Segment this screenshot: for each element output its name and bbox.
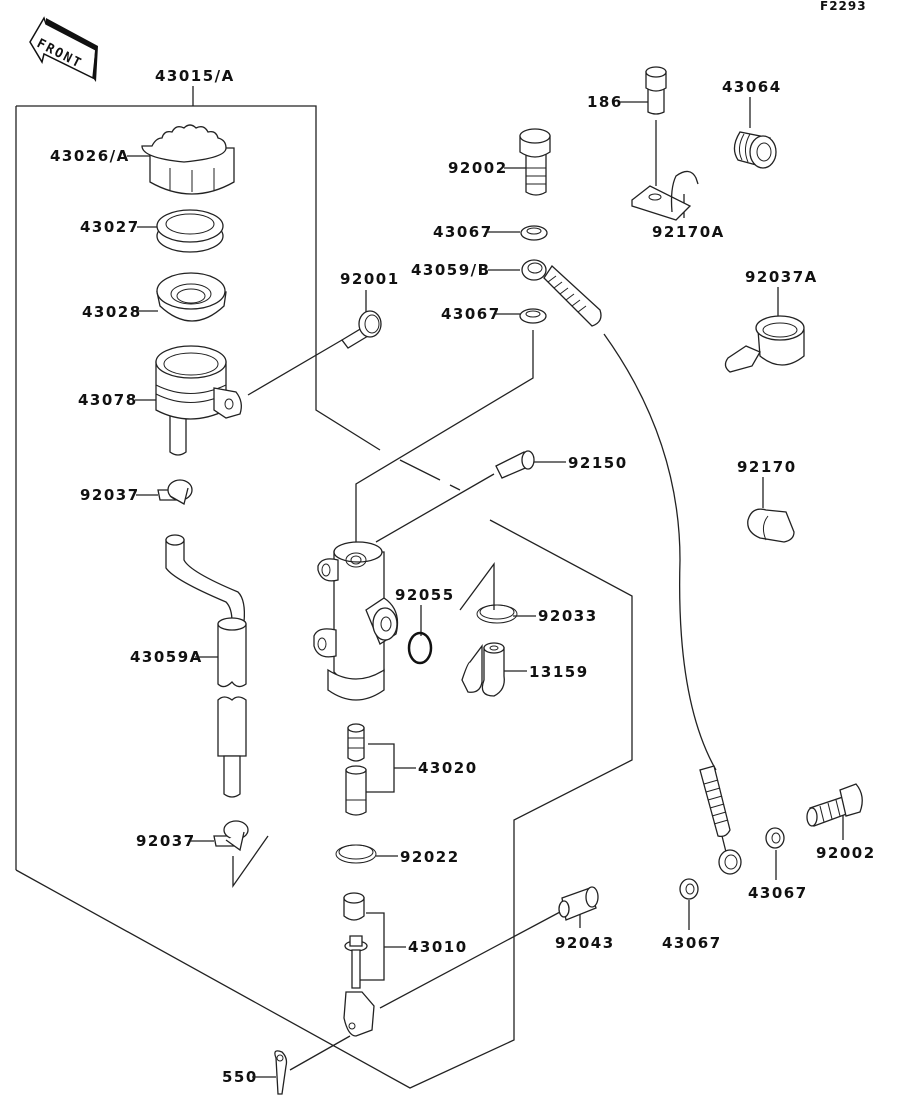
part-92001[interactable]: 92001 [340,270,400,349]
part-43028[interactable]: 43028 [82,272,227,322]
part-label: 92055 [395,586,455,604]
assembly-outline: 43015/A [15,67,633,1089]
part-label: 92037 [136,832,196,850]
part-92033[interactable]: 92033 [459,562,598,625]
part-92170A[interactable]: 92170A [631,170,725,241]
part-label: 92170A [652,223,725,241]
part-43067-1[interactable]: 43067 [433,223,548,241]
front-arrow-icon: FRONT [29,16,98,82]
part-550[interactable]: 550 [222,1035,351,1095]
part-43059B[interactable]: 43059/B [411,259,742,875]
reference-code: F2293 [820,0,867,13]
part-label: 186 [587,93,623,111]
part-43078[interactable]: 43078 [78,339,343,456]
part-label: 92002 [448,159,508,177]
part-92002-lower[interactable]: 92002 [806,783,876,862]
master-cylinder-body[interactable] [313,541,399,701]
part-label: 43059/B [411,261,491,279]
part-label: 13159 [529,663,589,681]
part-43020[interactable]: 43020 [345,723,478,816]
part-label: 43010 [408,938,468,956]
part-92055[interactable]: 92055 [395,586,455,665]
part-186[interactable]: 186 [587,66,667,186]
part-label: 92037 [80,486,140,504]
part-92037A[interactable]: 92037A [724,268,818,373]
part-label: 92002 [816,844,876,862]
part-43067-4[interactable]: 43067 [748,827,808,902]
part-label: 43078 [78,391,138,409]
part-label: 92150 [568,454,628,472]
part-label: 92037A [745,268,818,286]
part-43067-3[interactable]: 43067 [662,878,722,952]
part-92037-upper[interactable]: 92037 [80,479,193,505]
part-label: 43020 [418,759,478,777]
part-label: 43067 [433,223,493,241]
part-label: 92001 [340,270,400,288]
part-92022[interactable]: 92022 [335,844,460,866]
part-label: 43067 [441,305,501,323]
part-43064[interactable]: 43064 [722,78,782,169]
part-92043[interactable]: 92043 [379,886,615,1009]
part-92170[interactable]: 92170 [737,458,797,543]
part-43067-2[interactable]: 43067 [355,305,547,556]
part-label-43015A: 43015/A [155,67,235,85]
part-43010[interactable]: 43010 [343,892,468,1037]
part-label: 43027 [80,218,140,236]
part-43026A[interactable]: 43026/A [50,124,235,195]
part-92037-lower[interactable]: 92037 [136,820,269,889]
part-label: 43064 [722,78,782,96]
part-label: 43028 [82,303,142,321]
part-92150[interactable]: 92150 [375,450,628,543]
part-label: 43067 [662,934,722,952]
part-13159[interactable]: 13159 [461,642,589,697]
part-label: 92043 [555,934,615,952]
part-label: 92022 [400,848,460,866]
part-43059A[interactable]: 43059A [130,534,247,798]
part-43027[interactable]: 43027 [80,209,224,253]
part-label: 92170 [737,458,797,476]
part-label: 43026/A [50,147,130,165]
part-92002-upper[interactable]: 92002 [448,128,551,196]
part-label: 43059A [130,648,203,666]
part-label: 92033 [538,607,598,625]
part-label: 43067 [748,884,808,902]
part-label: 550 [222,1068,258,1086]
